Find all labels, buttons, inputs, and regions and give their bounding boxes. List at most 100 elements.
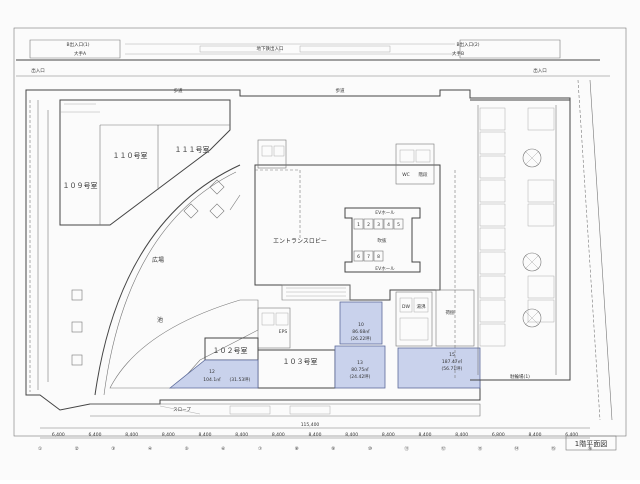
tenant-12-area xyxy=(168,359,259,389)
dw-label: DW xyxy=(402,304,410,310)
grid-mark: ⑪ xyxy=(404,445,409,452)
kitchen-label: 湯沸 xyxy=(417,303,426,310)
dimension-label: 6,400 xyxy=(89,432,102,438)
lower-corridor xyxy=(90,403,481,417)
entrance-left-sub: 大手A xyxy=(74,50,87,57)
dimension-label: 8,400 xyxy=(529,432,542,438)
tenant-12-area-text: 104.1㎡ xyxy=(203,376,221,383)
room-103-label: １０３号室 xyxy=(283,357,318,366)
tenant-12-tsubo: (31.53坪) xyxy=(230,376,251,383)
elevator-8: 8 xyxy=(377,254,380,260)
dimension-label: 8,400 xyxy=(199,432,212,438)
drawing-border xyxy=(13,27,627,437)
pond-label: 池 xyxy=(157,316,163,324)
tenant-13-area xyxy=(334,345,386,389)
elevator-1: 1 xyxy=(357,222,360,228)
grid-mark: ⑧ xyxy=(295,446,299,452)
eps-label: EPS xyxy=(279,329,288,335)
tenant-15-id: 15 xyxy=(449,352,455,358)
tenant-15-area xyxy=(397,347,481,389)
room-102-label: １０２号室 xyxy=(213,346,248,355)
dimension-label: 8,400 xyxy=(382,432,395,438)
grid-mark: ⑯ xyxy=(588,445,593,452)
elevator-2: 2 xyxy=(367,222,370,228)
upper-left-rooms xyxy=(59,99,231,226)
dimension-label: 8,400 xyxy=(309,432,322,438)
dimension-line xyxy=(40,427,590,439)
entrance-left-label: B出入口(1) xyxy=(67,41,90,48)
stair-label: 階段 xyxy=(419,171,428,178)
shaft-label: 吹抜 xyxy=(378,237,387,244)
slope-label: スロープ xyxy=(173,407,191,413)
plaza-markers xyxy=(71,179,225,366)
elevator-5: 5 xyxy=(397,222,400,228)
parking-area xyxy=(454,99,571,381)
room-103-outline xyxy=(257,349,336,389)
tenant-10-area-text: 86.68㎡ xyxy=(352,328,370,335)
lobby-core xyxy=(254,139,441,301)
subway-entrance-label: 地下鉄出入口 xyxy=(257,45,284,52)
grid-mark: ⑬ xyxy=(478,445,483,452)
exit-left-label: 出入口 xyxy=(31,67,45,74)
elevator-6: 6 xyxy=(357,254,360,260)
dimension-label: 8,400 xyxy=(162,432,175,438)
ws-label: WC xyxy=(402,172,410,178)
elevator-3: 3 xyxy=(377,222,380,228)
dimension-label: 8,400 xyxy=(235,432,248,438)
grid-mark: ⑥ xyxy=(221,446,225,452)
lobby-label: エントランスロビー xyxy=(273,237,327,245)
plaza-label: 広場 xyxy=(152,256,164,264)
dimension-label: 8,400 xyxy=(345,432,358,438)
room-110-label: １１０号室 xyxy=(113,151,148,160)
dimension-label: 8,400 xyxy=(272,432,285,438)
dimension-label: 6,400 xyxy=(52,432,65,438)
tenant-15-tsubo: (56.71坪) xyxy=(442,365,463,372)
ev-hall-bottom-label: EVホール xyxy=(375,266,395,272)
tenant-13-tsubo: (24.42坪) xyxy=(350,373,371,380)
dimension-label: 6,400 xyxy=(565,432,578,438)
tenant-10-area xyxy=(339,301,383,345)
service-core xyxy=(395,143,435,347)
grid-mark: ⑨ xyxy=(331,446,335,452)
grid-mark: ① xyxy=(38,446,42,452)
road-label-center: 歩道 xyxy=(336,87,345,94)
elevator-hall xyxy=(344,207,421,273)
elevator-4: 4 xyxy=(387,222,390,228)
grid-mark: ⑤ xyxy=(185,446,189,452)
dimension-label: 8,400 xyxy=(125,432,138,438)
tenant-12-id: 12 xyxy=(209,369,215,375)
grid-mark: ⑭ xyxy=(514,445,519,452)
tenant-13-area-text: 80.75㎡ xyxy=(351,366,369,373)
tenant-13-id: 13 xyxy=(357,360,363,366)
elevator-7: 7 xyxy=(367,254,370,260)
tenant-10-tsubo: (26.22坪) xyxy=(351,335,372,342)
dimension-label: 8,400 xyxy=(419,432,432,438)
street-edge-right xyxy=(589,79,613,421)
exit-right-label: 出入口 xyxy=(533,67,547,74)
grid-mark: ⑮ xyxy=(551,445,556,452)
parking-label: 駐輪場(1) xyxy=(510,373,530,380)
title-box xyxy=(565,435,617,451)
ev-hall-top-label: EVホール xyxy=(375,210,395,216)
grid-mark: ③ xyxy=(111,446,115,452)
drawing-title: 1階平面図 xyxy=(575,439,607,448)
room-109-label: １０９号室 xyxy=(63,181,98,190)
grid-mark: ⑫ xyxy=(441,445,446,452)
eps-cluster xyxy=(257,307,291,349)
grid-mark: ④ xyxy=(148,446,152,452)
loading-label: 荷捌 xyxy=(446,309,455,316)
plaza-curve xyxy=(94,164,241,396)
grid-mark: ② xyxy=(75,446,79,452)
entrance-right-sub: 大手B xyxy=(452,50,464,57)
room-111-label: １１１号室 xyxy=(175,145,210,154)
dimension-label: 6,800 xyxy=(492,432,505,438)
dimension-labels: 6,400 6,400 8,400 8,400 8,400 8,400 8,400 8,400… xyxy=(52,432,578,438)
street-area xyxy=(16,39,610,77)
entrance-right-label: B出入口(2) xyxy=(457,41,480,48)
dimension-label: 8,400 xyxy=(455,432,468,438)
tenant-15-area-text: 187.47㎡ xyxy=(442,358,463,365)
tenant-10-id: 10 xyxy=(358,322,364,328)
